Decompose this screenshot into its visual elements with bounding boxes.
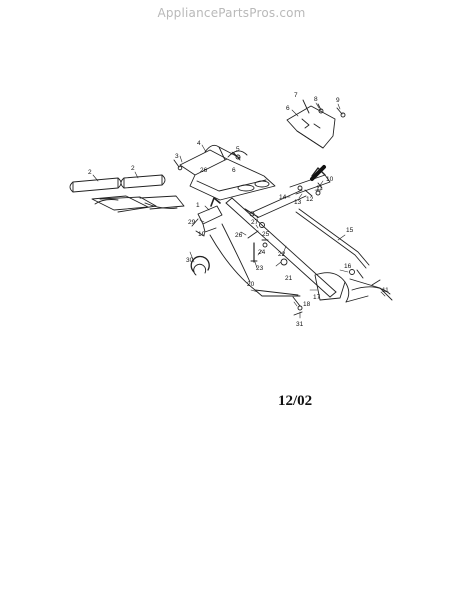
top-fasteners <box>302 99 346 118</box>
callout-20: 20 <box>247 281 255 288</box>
callout-25: 25 <box>262 231 270 238</box>
control-rod <box>295 208 370 269</box>
callout-26: 26 <box>200 167 208 174</box>
callout-17: 17 <box>313 294 321 301</box>
callout-5: 5 <box>236 146 240 153</box>
callout-11: 11 <box>382 287 389 294</box>
callout-12: 12 <box>306 196 314 203</box>
callout-31: 31 <box>296 321 304 328</box>
callout-22: 22 <box>278 251 286 258</box>
handle-bar-assembly <box>179 144 276 201</box>
callout-7: 7 <box>294 92 298 99</box>
callout-26: 26 <box>235 232 243 239</box>
callout-18: 18 <box>303 301 311 308</box>
callout-2: 2 <box>131 165 135 172</box>
callout-6: 6 <box>286 105 290 112</box>
grip <box>310 165 326 181</box>
callout-1: 1 <box>196 202 200 209</box>
callout-8: 8 <box>314 96 318 103</box>
shield-bracket <box>286 105 336 149</box>
leader-lines <box>92 102 386 319</box>
callout-15: 15 <box>346 227 354 234</box>
callout-24: 24 <box>258 249 266 256</box>
callout-labels: 1 2 2 3 4 5 6 6 7 8 9 10 11 11 12 13 14 … <box>88 92 389 328</box>
callout-3: 3 <box>175 153 179 160</box>
handle-tube <box>225 197 337 298</box>
callout-11: 11 <box>316 185 323 192</box>
callout-4: 4 <box>197 140 201 147</box>
callout-21: 21 <box>285 275 293 282</box>
callout-13: 13 <box>294 199 302 206</box>
revision-date: 12/02 <box>278 393 313 409</box>
bar-fasteners <box>173 152 241 171</box>
pivot-hardware <box>292 296 303 316</box>
upper-handle <box>252 167 331 219</box>
callout-2: 2 <box>88 169 92 176</box>
snap-ring <box>190 255 210 276</box>
callout-29: 29 <box>188 219 196 226</box>
callout-30: 30 <box>186 257 194 264</box>
handle-grip-pair <box>69 174 185 213</box>
callout-6: 6 <box>232 167 236 174</box>
watermark: AppliancePartsPros.com <box>157 6 306 20</box>
callout-16: 16 <box>344 263 352 270</box>
hardware-stack <box>244 208 288 266</box>
callout-10: 10 <box>326 176 334 183</box>
lower-bracket <box>314 269 393 303</box>
callout-9: 9 <box>336 97 340 104</box>
callout-27: 27 <box>251 219 259 226</box>
callout-19: 19 <box>198 231 206 238</box>
lower-clamp <box>191 197 223 237</box>
callout-14: 14 <box>279 194 287 201</box>
callout-23: 23 <box>256 265 264 272</box>
